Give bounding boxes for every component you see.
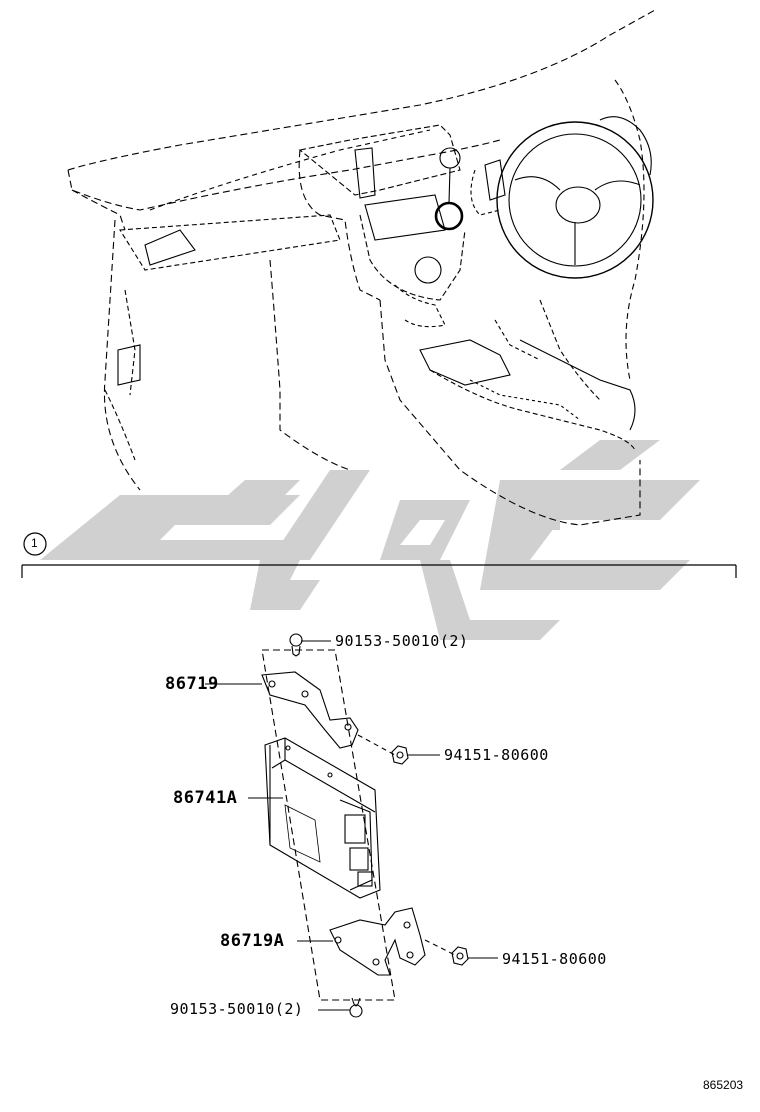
callout-number: 1 bbox=[31, 536, 38, 550]
bolt-top-icon bbox=[289, 633, 303, 657]
lower-bracket-icon bbox=[329, 907, 426, 976]
part-label-bracket-upper[interactable]: 86719 bbox=[165, 674, 219, 694]
part-label-amplifier[interactable]: 86741A bbox=[173, 788, 238, 808]
part-label-bolt-bottom[interactable]: 90153-50010(2) bbox=[170, 1000, 304, 1018]
upper-bracket-icon bbox=[261, 671, 359, 749]
nut-upper-icon bbox=[391, 745, 409, 765]
watermark-logo bbox=[40, 440, 700, 640]
part-label-bolt-top[interactable]: 90153-50010(2) bbox=[335, 632, 469, 650]
nut-lower-icon bbox=[451, 946, 469, 966]
part-label-nut-upper[interactable]: 94151-80600 bbox=[444, 746, 549, 764]
amplifier-unit-icon bbox=[264, 737, 381, 899]
dashboard-illustration bbox=[67, 9, 656, 526]
part-label-bracket-lower[interactable]: 86719A bbox=[220, 931, 285, 951]
section-header bbox=[21, 532, 737, 578]
bolt-bottom-icon bbox=[349, 997, 363, 1018]
part-label-nut-lower[interactable]: 94151-80600 bbox=[502, 950, 607, 968]
diagram-id: 865203 bbox=[703, 1078, 744, 1092]
parts-exploded-view bbox=[205, 633, 498, 1018]
